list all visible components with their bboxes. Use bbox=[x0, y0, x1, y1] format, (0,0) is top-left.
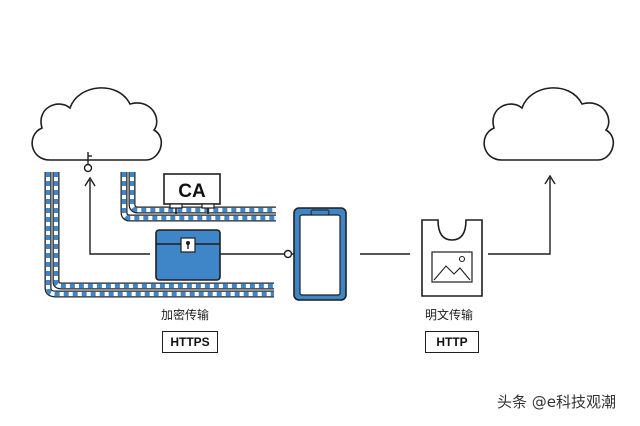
ca-label: CA bbox=[178, 181, 206, 202]
image-bag-icon bbox=[421, 219, 483, 297]
lock-box-icon bbox=[155, 229, 221, 281]
ca-sign: CA bbox=[163, 173, 221, 214]
http-caption: 明文传输 bbox=[425, 308, 474, 322]
arrow-up-right bbox=[488, 174, 556, 255]
key-icon bbox=[83, 152, 93, 173]
watermark: 头条 @e科技观潮 bbox=[497, 393, 616, 411]
encrypted-cable-ca bbox=[120, 172, 276, 222]
left-cloud-icon bbox=[31, 87, 163, 161]
phone-icon bbox=[293, 207, 347, 301]
arrow-up-left bbox=[84, 176, 150, 255]
https-caption: 加密传输 bbox=[161, 308, 210, 322]
http-protocol-box: HTTP bbox=[425, 331, 479, 353]
encrypted-cable-left bbox=[44, 172, 274, 298]
right-cloud-icon bbox=[483, 87, 615, 161]
https-protocol-box: HTTPS bbox=[162, 331, 218, 353]
lockbox-to-phone-line bbox=[220, 249, 300, 259]
